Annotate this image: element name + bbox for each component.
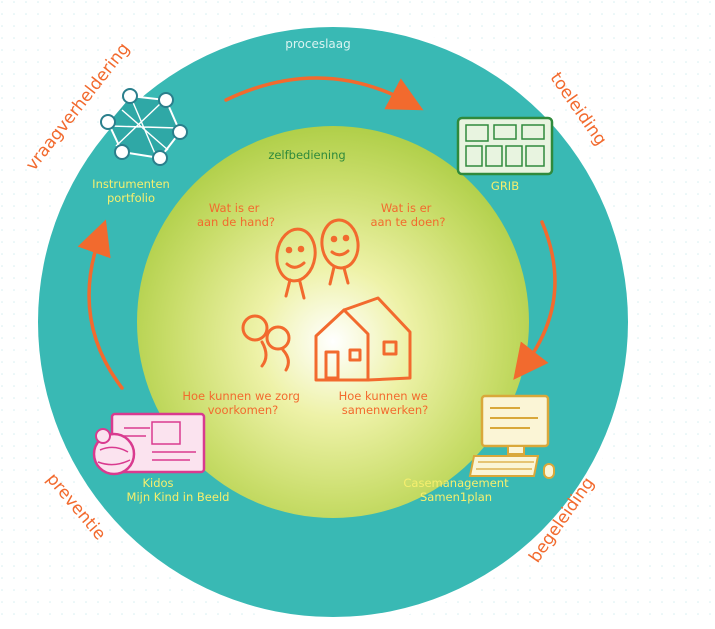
instrument-label-line: GRIB	[491, 179, 519, 193]
instrument-label-line: Samen1plan	[420, 490, 492, 504]
instruments-network-icon	[100, 88, 188, 166]
question-line: samenwerken?	[342, 403, 429, 417]
question-line: Wat is er	[209, 201, 260, 215]
question-line: Hoe kunnen we	[339, 389, 428, 403]
question-what-to-do: Wat is er aan te doen?	[370, 201, 445, 229]
faces-drawing	[275, 218, 360, 300]
arrow-left	[77, 219, 124, 390]
instrument-label-line: portfolio	[107, 191, 155, 205]
center-label: zelfbediening	[268, 148, 345, 162]
figures-and-houses-drawing	[241, 296, 412, 382]
instrument-label-line: Casemanagement	[403, 476, 509, 490]
instrument-label-line: Instrumenten	[92, 177, 170, 191]
question-line: aan te doen?	[370, 215, 445, 229]
question-line: voorkomen?	[208, 403, 279, 417]
instrument-label-line: Kidos	[142, 476, 173, 490]
question-line: aan de hand?	[197, 215, 275, 229]
grib-screen-icon	[456, 116, 554, 176]
computer-icon	[468, 394, 555, 479]
ring-label: proceslaag	[285, 37, 351, 51]
arrow-right	[513, 220, 557, 380]
question-line: Hoe kunnen we zorg	[182, 389, 300, 403]
question-collaborate: Hoe kunnen we samenwerken?	[339, 389, 432, 417]
question-what-is-wrong: Wat is er aan de hand?	[197, 201, 275, 229]
child-screen-icon	[92, 412, 206, 476]
instrument-label-line: Mijn Kind in Beeld	[127, 490, 230, 504]
arrow-top	[224, 76, 424, 111]
question-prevent-care: Hoe kunnen we zorg voorkomen?	[182, 389, 303, 417]
question-line: Wat is er	[381, 201, 432, 215]
